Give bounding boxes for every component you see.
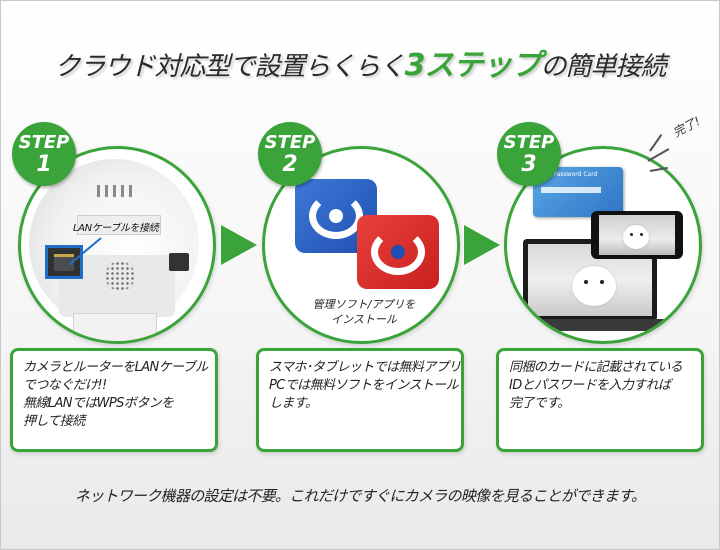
id-card-text: ID/Password Card	[545, 171, 598, 178]
step3-line: 同梱のカードに記載されている	[509, 360, 683, 375]
power-jack-icon	[169, 253, 189, 271]
dog-image	[623, 225, 649, 249]
step1-badge-number: 1	[36, 152, 52, 177]
id-card-stripe	[541, 187, 601, 193]
title-post: の簡単接続	[540, 52, 666, 82]
footer-note: ネットワーク機器の設定は不要。これだけですぐにカメラの映像を見ることができます。	[74, 487, 646, 505]
camera-vent	[129, 185, 132, 197]
app-icon-red	[357, 215, 439, 289]
step1-line: 無線LANではWPSボタンを	[23, 396, 174, 411]
step-arrow-icon	[464, 225, 500, 265]
step2-badge-label: STEP	[264, 132, 316, 153]
title-highlight: 3ステップ	[404, 48, 542, 83]
step2-badge-number: 2	[282, 152, 298, 177]
phone-video	[599, 215, 675, 255]
app-caption-line1: 管理ソフト/アプリを	[312, 298, 416, 311]
step3-line: IDとパスワードを入力すれば	[509, 378, 671, 393]
title-pre: クラウド対応型で設置らくらく	[54, 52, 406, 82]
step3-line: 完了です。	[509, 396, 570, 411]
app-caption: 管理ソフト/アプリを インストール	[265, 297, 457, 327]
step3-illustration: ID/Password Card	[504, 146, 702, 344]
dog-eye	[584, 280, 588, 284]
page-title: クラウド対応型で設置らくらく3ステップの簡単接続	[0, 40, 720, 84]
step2-description: スマホ･タブレットでは無料アプリ PCでは無料ソフトをインストール します。	[256, 348, 464, 452]
dog-eye	[640, 233, 643, 236]
step3-badge: STEP 3	[497, 122, 561, 186]
camera-vent	[97, 185, 100, 197]
lan-port-icon	[45, 245, 83, 279]
lan-callout: LANケーブルを接続	[73, 223, 159, 234]
camera-vent	[113, 185, 116, 197]
app-dot	[391, 245, 405, 259]
step1-badge: STEP 1	[12, 122, 76, 186]
step1-line: カメラとルーターをLANケーブル	[23, 360, 208, 375]
camera-label-area	[77, 215, 161, 235]
step1-description: カメラとルーターをLANケーブル でつなぐだけ!! 無線LANではWPSボタンを…	[10, 348, 218, 452]
laptop-base	[513, 319, 667, 331]
camera-stand	[73, 313, 157, 341]
app-swirl	[371, 229, 425, 275]
step1-line: でつなぐだけ!!	[23, 378, 107, 393]
id-card: ID/Password Card	[533, 167, 623, 217]
camera-vent	[105, 185, 108, 197]
step2-line: します。	[269, 396, 318, 411]
app-swirl	[309, 193, 363, 239]
step2-line: PCでは無料ソフトをインストール	[269, 378, 459, 393]
step-arrow-icon	[221, 225, 257, 265]
step1-badge-label: STEP	[18, 132, 70, 153]
step3-badge-number: 3	[521, 152, 537, 177]
step3-description: 同梱のカードに記載されている IDとパスワードを入力すれば 完了です。	[496, 348, 704, 452]
step3-badge-label: STEP	[503, 132, 555, 153]
step1-line: 押して接続	[23, 414, 85, 429]
dog-eye	[630, 233, 633, 236]
dog-eye	[600, 280, 604, 284]
step2-illustration: 管理ソフト/アプリを インストール	[262, 146, 460, 344]
dog-image	[572, 266, 616, 306]
app-caption-line2: インストール	[331, 313, 397, 326]
step2-line: スマホ･タブレットでは無料アプリ	[269, 360, 461, 375]
step1-illustration: LANケーブルを接続	[18, 146, 216, 344]
speaker-grille	[105, 261, 135, 291]
smartphone	[591, 211, 683, 259]
app-dot	[329, 209, 343, 223]
step2-badge: STEP 2	[258, 122, 322, 186]
camera-vent	[121, 185, 124, 197]
